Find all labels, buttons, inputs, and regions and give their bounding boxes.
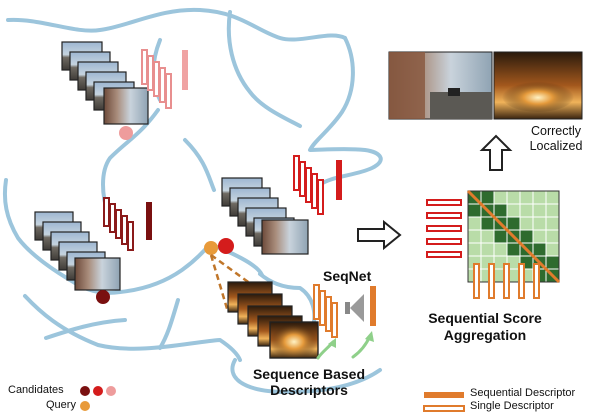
single-descriptors-middle [293,155,324,215]
up-arrow-icon [479,134,513,171]
legend-candidate-dark [80,386,90,396]
matrix-cell [467,216,482,231]
matrix-cell [467,242,482,257]
seqnet-label: SeqNet [323,268,372,284]
matrix-cell [532,203,547,218]
matrix-cell [493,242,508,257]
legend-query-dot [80,401,90,411]
frame-stack-left [34,211,121,291]
legend-candidates-label: Candidates [8,384,64,396]
matrix-cell [519,229,534,244]
matrix-cell [493,203,508,218]
matrix-cell [519,203,534,218]
matrix-cell [467,229,482,244]
legend-single-swatch [423,405,465,412]
matrix-cell [480,216,495,231]
hollow-arrow-icon [357,219,402,251]
legend-single-descriptor-label: Single Descriptor [470,400,554,412]
legend-candidate-red [93,386,103,396]
matrix-diagonal [466,189,561,284]
sequential-descriptor-middle [336,160,342,200]
legend-candidate-pink [106,386,116,396]
candidate-dot-red [218,238,234,254]
matrix-cell [519,216,534,231]
matrix-row-descriptors [426,199,462,258]
matrix-cell [532,216,547,231]
correctly-localized-label: Correctly Localized [529,124,583,153]
score-matrix [466,189,561,284]
frame-stack-query-night [227,281,319,359]
matrix-cell [545,242,560,257]
query-dot [204,241,218,255]
frame-stack-middle [221,177,309,255]
frame-stack-top [61,41,149,125]
matrix-column-descriptors [473,263,540,299]
single-descriptors-left [103,197,134,251]
matrix-cell [493,190,508,205]
matrix-cell [506,190,521,205]
route-map-icon [2,7,383,394]
matrix-cell [545,216,560,231]
legend-sequential-swatch [424,392,464,398]
matrix-cell [506,203,521,218]
matrix-cell [467,203,482,218]
matrix-cell [545,255,560,270]
matrix-cell [532,242,547,257]
sequential-score-aggregation-label: Sequential Score Aggregation [428,310,542,343]
seqnet-funnel-icon [345,294,364,322]
matrix-cell [532,229,547,244]
matrix-cell [545,203,560,218]
matrix-cell [480,190,495,205]
matrix-cell [545,190,560,205]
matrix-cell [480,242,495,257]
matrix-cell [506,242,521,257]
curved-green-arrow-icon [316,334,372,360]
result-image-day [388,51,493,120]
result-image-night [493,51,583,120]
matrix-border [467,190,560,283]
sequence-based-descriptors-label: Sequence Based Descriptors [252,366,366,398]
candidate-dot-dark [96,290,110,304]
sequential-descriptor-top [182,50,188,90]
matrix-cell [506,216,521,231]
matrix-cell [480,229,495,244]
matrix-cell [545,229,560,244]
matrix-cell [532,190,547,205]
candidate-dot-pink [119,126,133,140]
sequential-descriptor-left [146,202,152,240]
single-descriptors-top [141,49,172,109]
matrix-cell [519,190,534,205]
legend-sequential-descriptor-label: Sequential Descriptor [470,387,576,399]
legend-query-label: Query [46,399,76,411]
matrix-cell [493,229,508,244]
sequential-descriptor-query [370,286,376,326]
single-descriptors-query [313,284,338,338]
